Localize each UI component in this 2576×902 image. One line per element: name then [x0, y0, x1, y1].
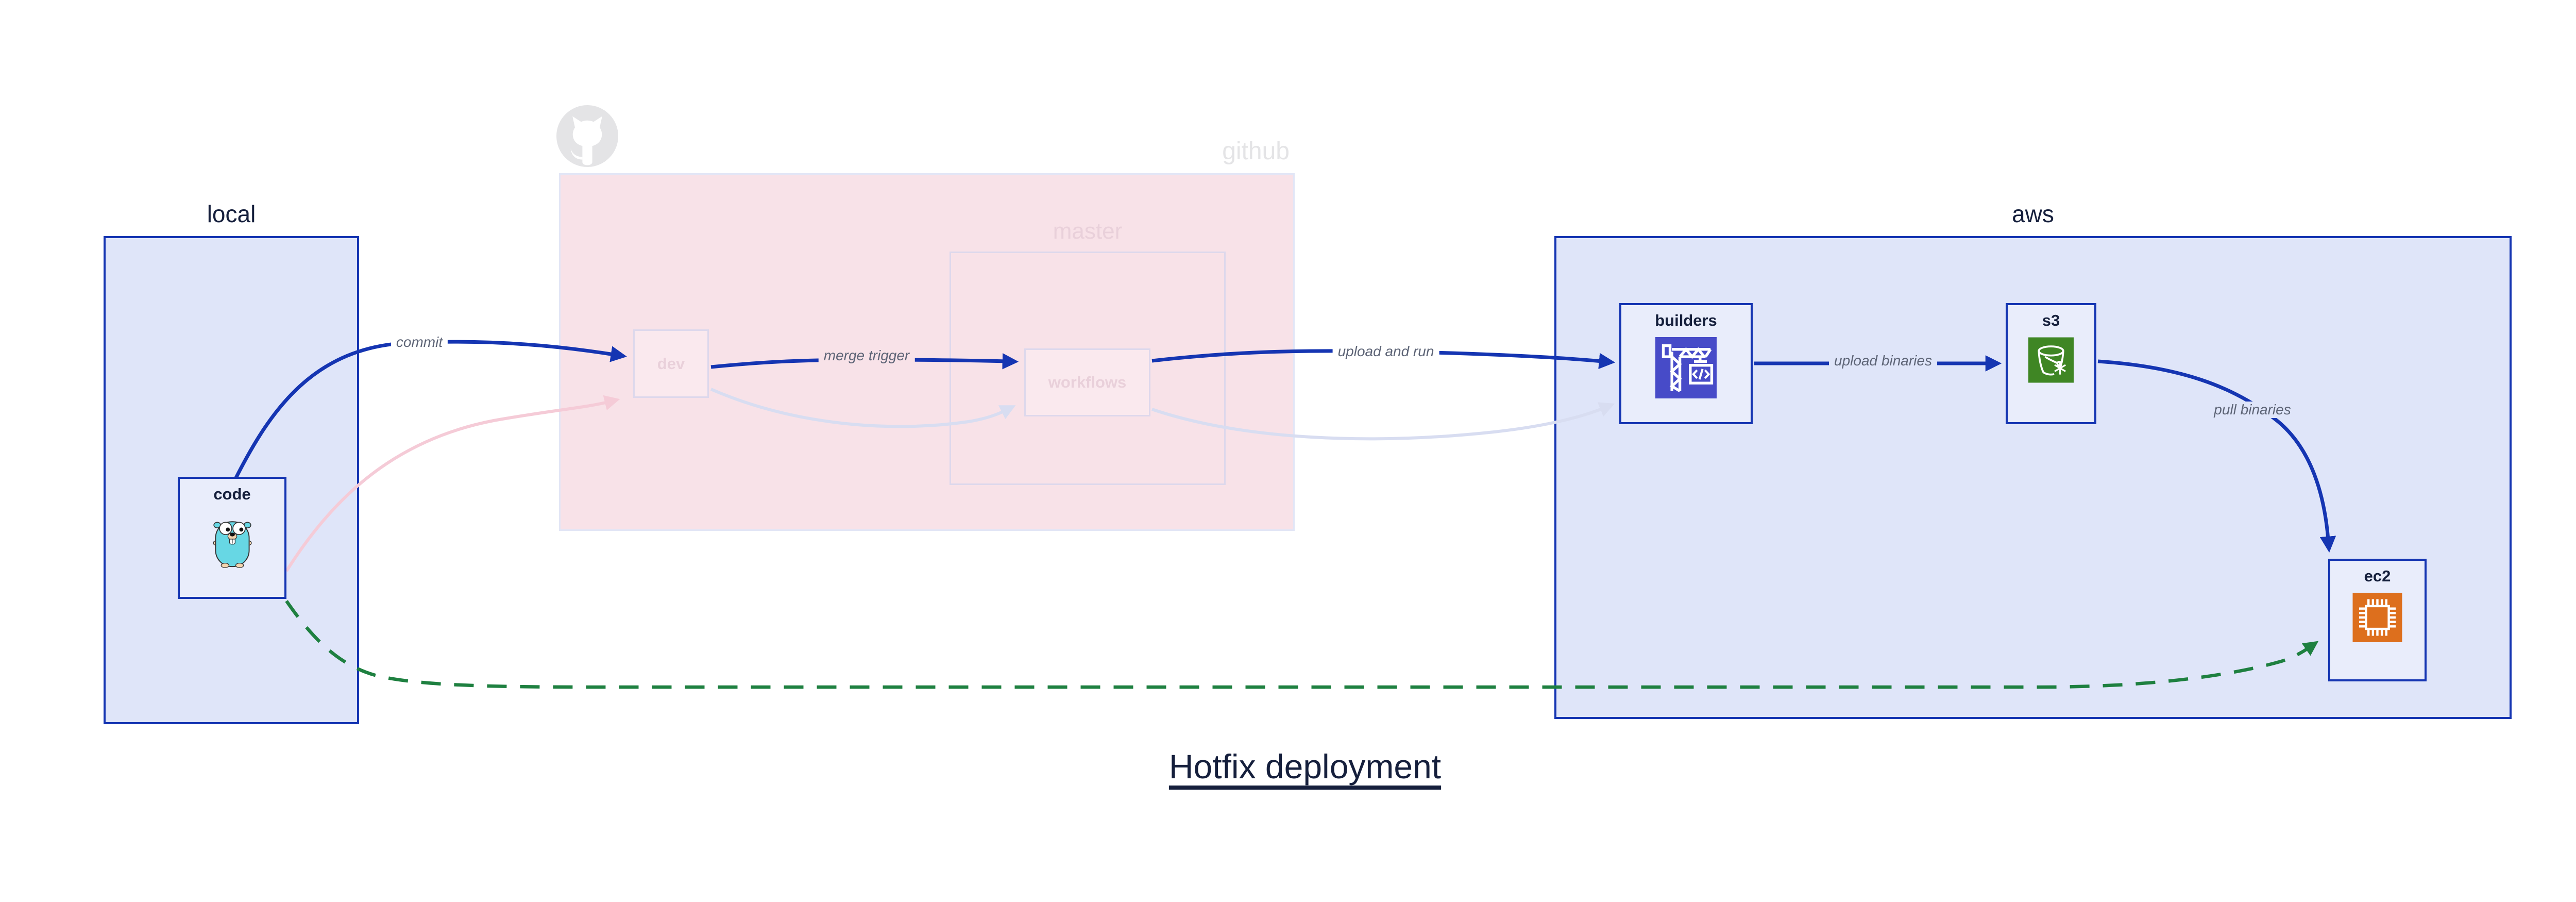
node-s3: s3 [2006, 303, 2096, 424]
node-s3-label: s3 [2042, 311, 2060, 329]
node-ec2: ec2 [2328, 559, 2427, 681]
edge-label-merge-trigger: merge trigger [818, 347, 915, 364]
node-builders: builders [1619, 303, 1753, 424]
node-code: code [178, 477, 286, 599]
diagram-title: Hotfix deployment [1168, 747, 1442, 786]
node-workflows-label: workflows [1048, 373, 1127, 391]
node-dev: dev [633, 329, 709, 398]
node-dev-label: dev [657, 354, 685, 373]
group-label-aws: aws [2012, 201, 2054, 227]
ec2-chip-icon [2352, 593, 2402, 642]
github-octocat-icon [556, 105, 618, 167]
group-label-master: master [1053, 219, 1123, 244]
s3-glacier-bucket-icon [2028, 337, 2074, 383]
go-gopher-icon [212, 521, 252, 568]
group-label-github: github [1222, 138, 1290, 165]
edge-label-upload-and-run: upload and run [1332, 343, 1439, 360]
edge-label-commit: commit [391, 334, 448, 350]
group-label-local: local [207, 201, 256, 227]
codebuild-crane-icon [1655, 337, 1717, 398]
node-workflows: workflows [1024, 348, 1150, 416]
node-builders-label: builders [1655, 311, 1717, 329]
edge-label-pull-binaries: pull binaries [2209, 402, 2296, 418]
node-ec2-label: ec2 [2364, 567, 2391, 585]
edge-label-upload-binaries: upload binaries [1829, 353, 1937, 369]
node-code-label: code [213, 485, 251, 503]
